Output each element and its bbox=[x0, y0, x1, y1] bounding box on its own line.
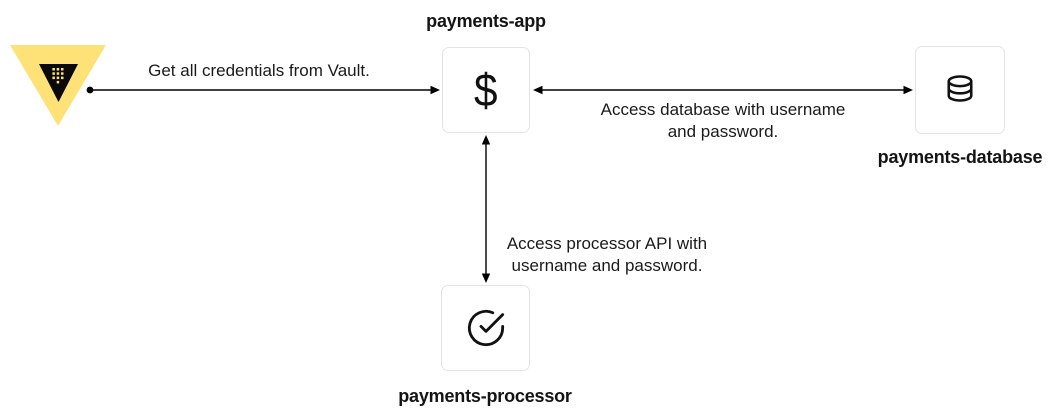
edge-vault-app bbox=[86, 85, 440, 95]
edge-label-app-database: Access database with username and passwo… bbox=[573, 99, 873, 143]
arrowhead-down bbox=[481, 273, 491, 283]
edge-label-line: Access database with username bbox=[600, 100, 846, 119]
arrowhead-right bbox=[903, 85, 913, 95]
vault-logo-icon bbox=[10, 45, 106, 126]
database-icon bbox=[947, 75, 973, 102]
arrowhead-up bbox=[481, 135, 491, 145]
node-label-payments-app: payments-app bbox=[426, 11, 546, 31]
node-label-payments-processor: payments-processor bbox=[398, 386, 572, 406]
edge-label-line: username and password. bbox=[511, 256, 703, 275]
arrowhead-right bbox=[430, 85, 440, 95]
arrowhead-left bbox=[533, 85, 543, 95]
node-payments-database bbox=[915, 46, 1005, 134]
edge-label-line: and password. bbox=[667, 122, 779, 141]
node-payments-app: $ bbox=[442, 47, 530, 133]
node-label-payments-database: payments-database bbox=[877, 147, 1043, 167]
edge-label-vault-app: Get all credentials from Vault. bbox=[148, 61, 370, 80]
edge-label-line: Access processor API with bbox=[506, 234, 708, 253]
check-circle-icon bbox=[467, 309, 504, 347]
dollar-icon: $ bbox=[474, 64, 498, 116]
edge-app-processor bbox=[481, 135, 491, 283]
edge-app-database bbox=[533, 85, 913, 95]
node-payments-processor bbox=[441, 285, 530, 371]
edge-label-app-processor: Access processor API with username and p… bbox=[496, 233, 718, 277]
